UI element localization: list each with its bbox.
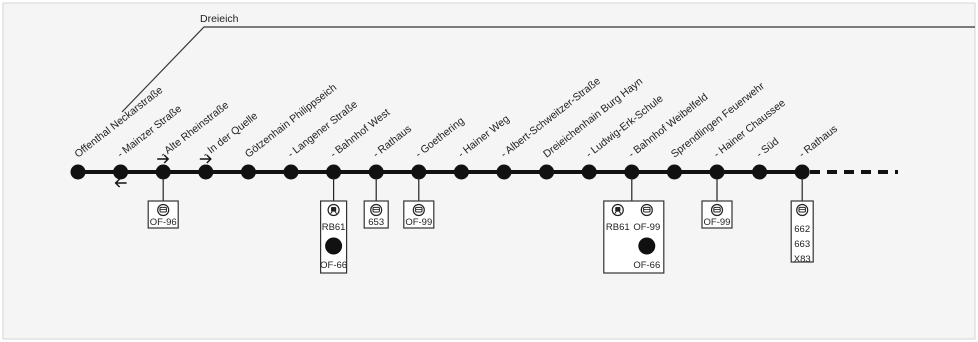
line-label: 653 bbox=[368, 217, 384, 228]
stop-dot bbox=[70, 164, 86, 180]
direction-arrow-icon bbox=[114, 178, 127, 188]
bus-icon bbox=[370, 203, 383, 217]
bus-icon bbox=[796, 203, 809, 217]
line-label: OF-99 bbox=[704, 217, 731, 228]
line-label: RB61 bbox=[606, 222, 630, 233]
stop-dot bbox=[155, 164, 171, 180]
stop-dot bbox=[453, 164, 469, 180]
bus-icon bbox=[710, 203, 724, 217]
train-icon bbox=[327, 203, 340, 217]
stop-dot bbox=[368, 164, 384, 180]
line-label: OF-96 bbox=[150, 217, 177, 228]
stop-dot bbox=[666, 164, 682, 180]
line-label: 662 bbox=[794, 224, 810, 235]
bus-icon bbox=[157, 203, 170, 217]
stop-dot bbox=[240, 164, 256, 180]
line-label: X83 bbox=[794, 254, 811, 265]
line-label: OF-66 bbox=[320, 260, 347, 271]
stop-dot bbox=[113, 164, 129, 180]
line-label: OF-99 bbox=[633, 222, 660, 233]
connection-box: OF-96 bbox=[147, 178, 179, 229]
train-icon bbox=[611, 203, 624, 217]
stop-dot bbox=[709, 164, 725, 180]
line-label: OF-99 bbox=[405, 217, 432, 228]
stop-dot bbox=[752, 164, 768, 180]
line-label: 663 bbox=[794, 239, 810, 250]
stop-dot bbox=[794, 164, 810, 180]
stop-dot bbox=[581, 164, 597, 180]
stop-dot bbox=[198, 164, 214, 180]
zone-label: Dreieich bbox=[200, 13, 239, 25]
bus-icon bbox=[640, 203, 653, 217]
direction-arrow-icon bbox=[157, 154, 170, 164]
zone-boundary-line bbox=[121, 26, 975, 113]
bus-icon bbox=[412, 203, 425, 217]
s-bahn-icon bbox=[325, 237, 343, 255]
stop-dot bbox=[496, 164, 512, 180]
connection-box: OF-99 bbox=[403, 178, 435, 229]
stop-dot bbox=[624, 164, 640, 180]
connection-box: 653 bbox=[363, 178, 389, 229]
line-label: OF-66 bbox=[633, 260, 660, 271]
stop-dot bbox=[411, 164, 427, 180]
connection-box: OF-99 bbox=[701, 178, 733, 229]
stop-dot bbox=[539, 164, 555, 180]
direction-arrows-layer bbox=[114, 154, 212, 188]
line-label: RB61 bbox=[322, 222, 346, 233]
direction-arrow-icon bbox=[199, 154, 212, 164]
s-bahn-icon bbox=[638, 237, 656, 255]
stop-dot bbox=[283, 164, 299, 180]
stop-dot bbox=[326, 164, 342, 180]
